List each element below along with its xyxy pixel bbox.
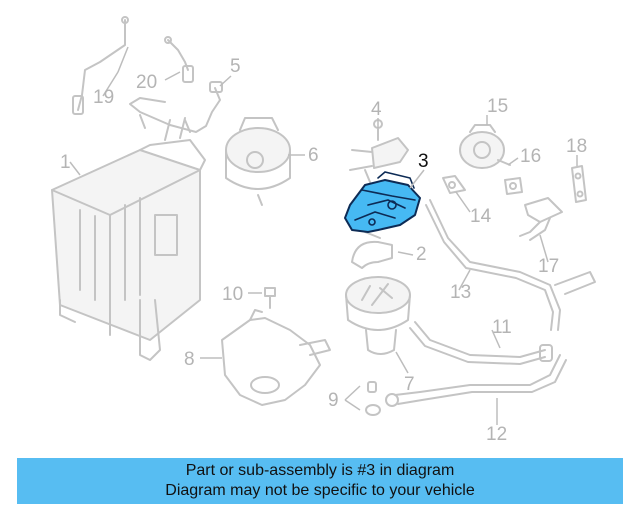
callout-9: 9 — [328, 390, 339, 411]
callout-17: 17 — [538, 256, 559, 277]
part-19-sensor — [72, 16, 129, 115]
callout-14: 14 — [470, 206, 492, 227]
part-5-vacuum-line — [129, 81, 223, 133]
callout-13: 13 — [450, 282, 471, 303]
banner-line-2: Diagram may not be specific to your vehi… — [165, 482, 475, 499]
part-4-valve — [349, 119, 409, 183]
part-10-bolt — [264, 287, 276, 309]
callout-5: 5 — [230, 56, 241, 77]
part-11-hose — [409, 321, 553, 365]
part-6-purge-valve — [225, 117, 291, 206]
part-16-gasket — [504, 177, 523, 195]
callout-6: 6 — [308, 145, 319, 166]
callout-11: 11 — [492, 317, 512, 338]
part-13-hose — [425, 199, 596, 331]
callout-12: 12 — [486, 424, 507, 445]
part-12-hose — [385, 354, 567, 407]
callout-4: 4 — [371, 99, 382, 120]
callout-8: 8 — [184, 349, 195, 370]
part-8-bracket — [221, 309, 331, 406]
part-1-canister — [51, 117, 206, 361]
part-14-gasket — [442, 175, 466, 194]
callout-20: 20 — [136, 72, 157, 93]
callout-2: 2 — [416, 244, 427, 265]
part-3-highlighted[interactable] — [344, 171, 421, 233]
callout-7: 7 — [404, 374, 415, 395]
callout-labels: 1 2 3 4 5 6 7 8 9 10 11 12 13 14 15 16 1… — [60, 56, 587, 445]
part-2-hose — [351, 231, 393, 269]
part-18-bracket — [571, 165, 587, 203]
part-20-sensor — [164, 36, 194, 83]
part-15-check-valve — [459, 124, 511, 169]
part-7-air-pump — [345, 276, 411, 355]
callout-15: 15 — [487, 96, 508, 117]
part-17-pipe — [519, 197, 563, 241]
callout-3[interactable]: 3 — [418, 151, 429, 172]
leader-lines — [69, 46, 578, 425]
part-9-clamps — [365, 381, 381, 416]
info-banner: Part or sub-assembly is #3 in diagram Di… — [17, 458, 623, 504]
callout-18: 18 — [566, 136, 587, 157]
callout-10: 10 — [222, 284, 243, 305]
parts-diagram: 1 2 3 4 5 6 7 8 9 10 11 12 13 14 15 16 1… — [51, 16, 596, 445]
callout-19: 19 — [93, 87, 114, 108]
callout-1: 1 — [60, 152, 71, 173]
callout-16: 16 — [520, 146, 541, 167]
banner-line-1: Part or sub-assembly is #3 in diagram — [185, 462, 455, 479]
